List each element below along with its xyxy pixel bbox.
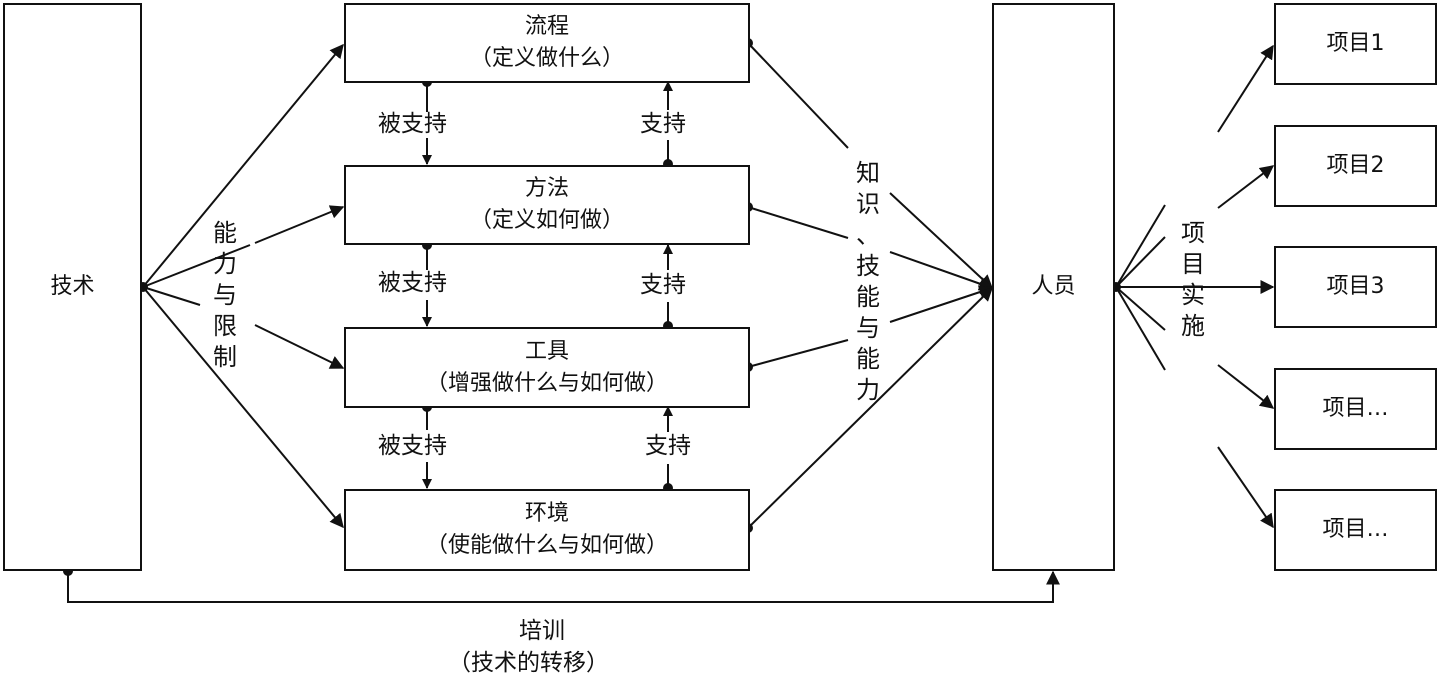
implementation-label: 项 目 实 施 [1181,219,1205,340]
project-box-2: 项目2 [1274,125,1437,207]
technology-label: 技术 [50,274,95,299]
training-sub-label: （技术的转移） [448,650,609,676]
knowledge-skill-label: 知 识 、 技 能 与 能 力 [856,159,880,404]
edge-people-project-4 [1115,286,1166,331]
edge-tech-tool [142,286,201,306]
edge-people-project-5 [1115,286,1166,371]
environment-title: 环境 [524,501,569,526]
edge-tech-method-b [254,205,345,244]
project-label-4: 项目… [1322,396,1389,421]
edge-tool-people-b [889,285,994,323]
project-box-4: 项目… [1274,368,1437,450]
supports-label-1: 支持 [640,111,686,137]
technology-box: 技术 [3,3,142,571]
environment-subtitle: （使能做什么与如何做） [425,533,668,558]
edge-people-project-1 [1115,204,1166,288]
edge-tech-tool-b [254,324,345,369]
supported-label-1: 被支持 [378,111,447,137]
training-label: 培训 [519,618,565,644]
edge-people-project-2-b [1217,165,1275,209]
project-box-1: 项目1 [1274,3,1437,85]
edge-environment-people [747,287,993,529]
tool-subtitle: （增强做什么与如何做） [425,370,668,396]
tool-box: 工具 （增强做什么与如何做） [344,327,750,408]
project-label-1: 项目1 [1326,31,1385,56]
project-label-5: 项目… [1322,517,1389,542]
capability-label: 能 力 与 限 制 [213,219,237,371]
method-subtitle: （定义如何做） [469,208,624,233]
process-title: 流程 [524,14,569,39]
edge-process-people-b [889,192,994,289]
project-box-3: 项目3 [1274,246,1437,328]
project-label-2: 项目2 [1326,153,1385,178]
edge-method-people [747,206,849,239]
edge-tech-process [142,43,344,288]
edge-process-people [747,42,849,149]
project-label-3: 项目3 [1326,274,1385,299]
tool-title: 工具 [524,338,569,364]
process-box: 流程 （定义做什么） [344,3,750,83]
project-box-5: 项目… [1274,489,1437,571]
supports-label-2: 支持 [640,272,686,298]
edge-training [67,570,1060,603]
environment-box: 环境 （使能做什么与如何做） [344,489,750,571]
edge-people-project-4-b [1217,364,1275,409]
supported-label-2: 被支持 [378,270,447,296]
edge-people-project-1-b [1217,44,1274,133]
supports-label-3: 支持 [645,433,691,459]
edge-people-project-2 [1115,236,1166,288]
process-subtitle: （定义做什么） [469,46,624,71]
method-title: 方法 [524,176,569,201]
people-box: 人员 [992,3,1115,571]
edge-method-people-b [889,251,994,291]
edge-people-project-5-b [1217,446,1274,529]
edge-tech-method [142,244,251,288]
supported-label-3: 被支持 [378,433,447,459]
people-label: 人员 [1031,274,1076,299]
edge-tool-people [747,339,849,368]
method-box: 方法 （定义如何做） [344,165,750,245]
edge-tech-environment [142,286,344,529]
